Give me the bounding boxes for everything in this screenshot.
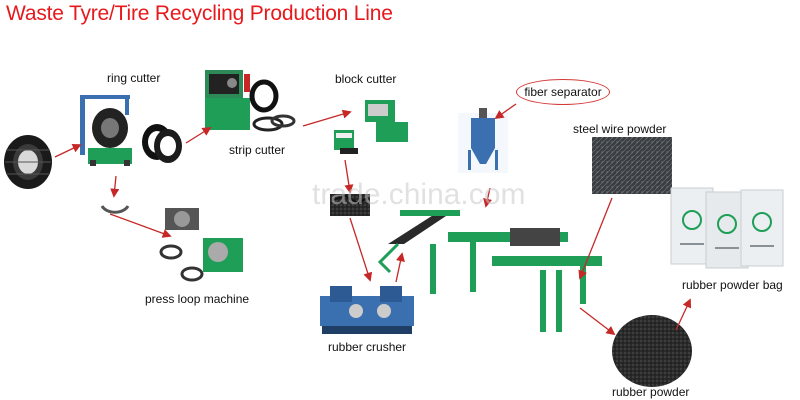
label-rubber-powder-bag: rubber powder bag [682,278,783,292]
arrow-strips-to-block-cutter [302,109,352,127]
label-rubber-crusher: rubber crusher [328,340,407,354]
production-line-image [377,210,602,332]
arrow-crusher-to-line [395,252,405,283]
arrow-line-to-separator [494,103,517,120]
rubber-crusher-machine-image [320,286,414,334]
label-ring-cutter: ring cutter [107,71,161,85]
label-rubber-powder: rubber powder [612,385,690,399]
diagram-title: Waste Tyre/Tire Recycling Production Lin… [6,2,393,25]
watermark-text: trade.china.com [312,178,526,211]
fiber-separator-image [458,108,508,173]
rubber-powder-bags-image [670,187,784,269]
block-cutter-machine-image [334,100,408,154]
label-strip-cutter: strip cutter [229,143,286,157]
press-loop-machine-image [159,208,243,282]
rubber-strips-image [252,114,296,132]
flow-arrows [54,103,692,336]
rubber-blocks-image [330,194,370,216]
strip-cutter-machine-image [205,70,279,130]
arrow-blocks-to-crusher [349,217,373,282]
rubber-powder-pile-image [612,315,692,387]
label-fiber-separator: fiber separator [516,79,610,105]
tire-rings-image [142,124,182,163]
arrow-separator-to-line [483,187,493,208]
arrow-ring-cutter-to-wire [110,175,120,198]
label-fiber-separator-text: fiber separator [524,85,602,99]
arrow-tire-to-ring-cutter [54,144,82,158]
arrow-block-cutter-to-blocks [344,159,354,194]
label-block-cutter: block cutter [335,72,397,86]
arrow-line-to-powder [579,307,616,336]
steel-wire-powder-image [592,137,672,194]
label-press-loop-machine: press loop machine [145,292,250,306]
arrow-powder-to-bags [675,298,692,331]
label-steel-wire-powder: steel wire powder [573,122,667,136]
steel-wire-ring-image [100,205,130,214]
arrow-rings-to-strip-cutter [185,127,212,144]
arrow-line-to-steel-wire [578,197,613,280]
ring-cutter-machine-image [80,95,132,166]
arrow-wire-ring-to-press [109,213,172,238]
whole-tire-image [4,135,52,189]
